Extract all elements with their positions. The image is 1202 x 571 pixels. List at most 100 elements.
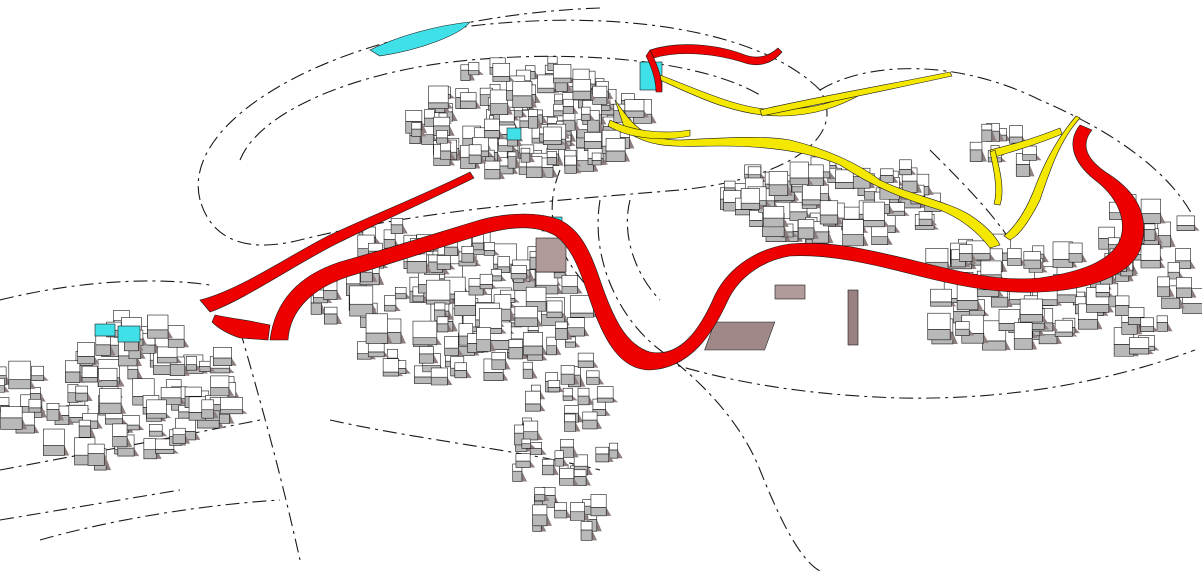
- building: [559, 468, 579, 486]
- building: [484, 118, 505, 139]
- building: [510, 265, 532, 280]
- building-roof: [461, 246, 475, 254]
- building: [99, 388, 127, 414]
- building-roof: [1156, 315, 1168, 323]
- building-side: [956, 300, 979, 311]
- primary-route: [199, 44, 1144, 371]
- building-roof: [1129, 337, 1150, 349]
- building-side: [444, 246, 458, 256]
- building: [105, 409, 128, 425]
- building-roof: [1068, 242, 1083, 254]
- building-side: [440, 150, 451, 160]
- building-side: [1086, 304, 1110, 313]
- building: [384, 295, 401, 312]
- building-roof: [185, 356, 197, 365]
- building-side: [529, 448, 542, 456]
- secondary-route-segment: [1003, 115, 1081, 241]
- building-roof: [0, 397, 10, 406]
- building: [436, 316, 453, 333]
- building-roof: [405, 110, 423, 122]
- building-side: [543, 140, 562, 145]
- building-roof: [384, 295, 397, 306]
- building-roof: [468, 62, 480, 71]
- building-roof: [349, 285, 374, 305]
- building-roof: [1095, 283, 1110, 293]
- building-roof: [580, 521, 593, 531]
- building-side: [484, 169, 501, 180]
- building-side: [1157, 286, 1170, 298]
- building-side: [510, 273, 527, 280]
- building: [555, 321, 573, 340]
- building-roof: [199, 360, 211, 367]
- building-side: [444, 347, 459, 356]
- building: [523, 332, 548, 356]
- building-roof: [980, 260, 1002, 276]
- building: [546, 151, 562, 166]
- building-side: [169, 364, 186, 376]
- building: [521, 438, 536, 449]
- building: [577, 387, 595, 406]
- contour-lower-mid: [329, 419, 601, 471]
- building-side: [1140, 213, 1161, 224]
- building-side: [81, 377, 98, 383]
- building: [436, 255, 456, 270]
- building-roof: [880, 168, 894, 176]
- building-side: [484, 130, 500, 139]
- building: [590, 494, 612, 517]
- building-roof: [460, 92, 477, 102]
- building-side: [762, 225, 785, 237]
- building-side: [570, 312, 594, 318]
- building-side: [735, 209, 752, 216]
- building: [564, 413, 581, 432]
- building: [146, 399, 172, 419]
- building-side: [210, 387, 230, 397]
- building: [1176, 215, 1200, 231]
- building-side: [514, 317, 538, 327]
- building-roof: [507, 151, 517, 157]
- building-side: [367, 351, 385, 358]
- building-side: [65, 371, 81, 383]
- building: [489, 89, 513, 115]
- building: [862, 201, 890, 228]
- building-side: [430, 376, 448, 386]
- building-roof: [570, 502, 585, 513]
- building-side: [147, 329, 169, 339]
- building-side: [991, 296, 1009, 308]
- building: [491, 352, 511, 370]
- building-roof: [220, 397, 243, 410]
- building-side: [591, 160, 602, 166]
- building-roof: [562, 387, 573, 397]
- building-roof: [390, 217, 404, 226]
- building-side: [542, 464, 555, 476]
- building-roof: [484, 118, 500, 131]
- building-roof: [147, 314, 169, 331]
- building-roof: [522, 361, 533, 370]
- contour-valley-left: [0, 280, 211, 301]
- building-side: [324, 313, 338, 325]
- building-roof: [1013, 322, 1033, 339]
- building: [580, 521, 598, 541]
- contour-center-bowl: [597, 199, 821, 571]
- building: [1023, 251, 1046, 269]
- contour-lower-left: [239, 329, 301, 561]
- building-roof: [871, 225, 889, 237]
- building: [581, 106, 596, 121]
- building: [570, 294, 599, 318]
- building-side: [546, 345, 557, 356]
- building-roof: [559, 468, 575, 479]
- building: [577, 352, 599, 368]
- building-roof: [490, 268, 502, 277]
- building-roof: [547, 380, 561, 388]
- building-roof: [0, 378, 5, 386]
- building-side: [740, 202, 760, 210]
- building-side: [436, 323, 449, 333]
- building-side: [167, 338, 185, 348]
- landmark-shaft: [847, 289, 859, 346]
- building-roof: [1054, 319, 1073, 333]
- building-side: [483, 250, 495, 256]
- building-roof: [172, 427, 186, 435]
- building-roof: [0, 406, 23, 419]
- building-side: [1156, 322, 1168, 332]
- building: [564, 155, 582, 174]
- building-roof: [87, 443, 105, 454]
